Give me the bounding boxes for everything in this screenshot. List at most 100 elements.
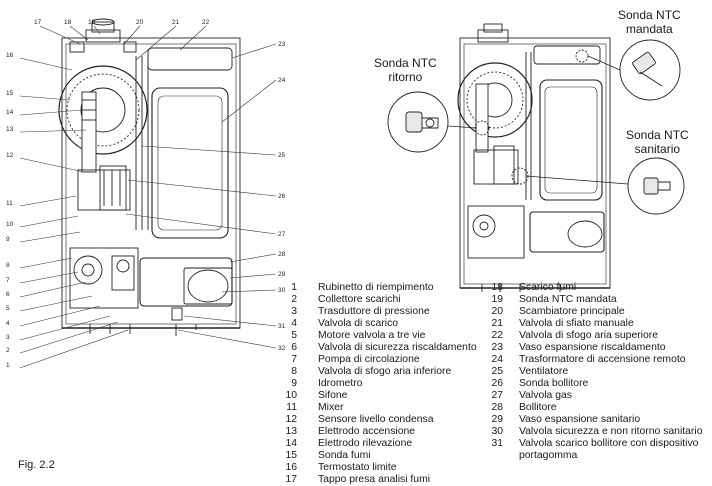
legend-text: Valvola di sfiato manuale [519, 318, 634, 329]
legend-num: 8 [291, 366, 297, 377]
legend-text: Trasformatore di accensione remoto [519, 354, 686, 365]
callout-22: 22 [202, 19, 210, 26]
callout-7: 7 [6, 277, 10, 284]
callout-6: 6 [6, 291, 10, 298]
legend-text: Rubinetto di riempimento [318, 282, 434, 293]
legend-text: Sonda NTC mandata [519, 294, 617, 305]
legend-num: 20 [491, 306, 503, 317]
callout-11: 11 [6, 200, 13, 207]
legend-num: 15 [285, 450, 297, 461]
callout-14: 14 [6, 109, 14, 116]
probe-mandata-detail [587, 39, 681, 101]
legend-num: 16 [285, 462, 297, 473]
sonda-sanitario-line1: Sonda NTC [626, 128, 689, 142]
callout-23: 23 [278, 41, 286, 48]
legend-num: 29 [491, 414, 503, 425]
callout-15: 15 [6, 90, 14, 97]
legend-num: 25 [491, 366, 503, 377]
callout-16: 16 [6, 52, 14, 59]
legend-num: 3 [291, 306, 297, 317]
legend-text: Valvola di scarico [318, 318, 399, 329]
legend-num: 10 [285, 390, 297, 401]
callout-26: 26 [278, 193, 286, 200]
sonda-sanitario-line2: sanitario [634, 142, 681, 156]
legend-text: Sensore livello condensa [318, 414, 434, 425]
legend-num: 2 [291, 294, 297, 305]
legend-text: Scarico fumi [519, 282, 577, 293]
legend-text: Sifone [318, 390, 348, 401]
legend-text: Pompa di circolazione [318, 354, 420, 365]
legend-text: Scambiatore principale [519, 306, 625, 317]
sonda-mandata-label: Sonda NTC mandata [618, 8, 681, 36]
legend-num: 27 [491, 390, 503, 401]
legend-num: 5 [291, 330, 297, 341]
legend-num: 7 [291, 354, 297, 365]
probe-sanitario-detail [525, 157, 685, 215]
callout-18: 18 [64, 19, 72, 26]
callout-28: 28 [278, 251, 286, 258]
callout-20: 20 [136, 19, 144, 26]
callout-4: 4 [6, 320, 10, 327]
boiler-right-drawing [457, 23, 611, 292]
callout-8: 8 [6, 262, 10, 269]
legend-text: Valvola scarico bollitore con dispositiv… [519, 438, 699, 449]
callout-3: 3 [6, 334, 10, 341]
sonda-ritorno-line1: Sonda NTC [374, 56, 437, 70]
legend-num: 9 [291, 378, 297, 389]
legend-text: Tappo presa analisi fumi [318, 474, 431, 485]
legend-text: Collettore scarichi [318, 294, 401, 305]
legend-text: Valvola gas [519, 390, 572, 401]
legend-text: Mixer [318, 402, 344, 413]
legend-num: 23 [491, 342, 503, 353]
legend-num: 13 [285, 426, 297, 437]
legend-text: portagomma [519, 450, 578, 461]
callout-30: 30 [278, 287, 286, 294]
legend-text: Vaso espansione riscaldamento [519, 342, 666, 353]
callout-10: 10 [6, 221, 14, 228]
legend-text: Valvola di sfogo aria inferiore [318, 366, 452, 377]
legend-text: Elettrodo rilevazione [318, 438, 413, 449]
legend-text: Sonda bollitore [519, 378, 589, 389]
legend-text: Bollitore [519, 402, 557, 413]
legend-num: 21 [491, 318, 503, 329]
legend-num: 22 [491, 330, 503, 341]
legend-text: Valvola di sicurezza riscaldamento [318, 342, 477, 353]
callout-5: 5 [6, 305, 10, 312]
legend-num: 28 [491, 402, 503, 413]
sonda-mandata-line2: mandata [626, 22, 673, 36]
legend-text: Valvola sicurezza e non ritorno sanitari… [519, 426, 703, 437]
legend-text: Trasduttore di pressione [318, 306, 430, 317]
legend-num: 1 [291, 282, 297, 293]
legend-text: Elettrodo accensione [318, 426, 416, 437]
legend-num: 17 [285, 474, 297, 485]
figure-label: Fig. 2.2 [18, 459, 55, 471]
callout-9: 9 [6, 236, 10, 243]
legend-num: 19 [491, 294, 503, 305]
callout-1: 1 [6, 362, 10, 369]
leader-lines [19, 25, 277, 369]
legend-text: Valvola di sfogo aria superiore [519, 330, 659, 341]
boiler-left-drawing [58, 18, 241, 336]
legend-num: 6 [291, 342, 297, 353]
callout-25: 25 [278, 152, 286, 159]
legend-num: 18 [491, 282, 503, 293]
callout-29: 29 [278, 271, 286, 278]
legend-text: Sonda fumi [318, 450, 371, 461]
callout-2: 2 [6, 347, 10, 354]
callout-17: 17 [34, 19, 42, 26]
legend-num: 14 [285, 438, 297, 449]
sonda-sanitario-label: Sonda NTC sanitario [626, 128, 689, 156]
legend-num: 24 [491, 354, 503, 365]
callout-31: 31 [278, 323, 286, 330]
legend-num: 11 [286, 402, 297, 413]
legend-num: 4 [291, 318, 297, 329]
sonda-mandata-line1: Sonda NTC [618, 8, 681, 22]
callout-12: 12 [6, 152, 14, 159]
legend-text: Idrometro [318, 378, 363, 389]
callout-13: 13 [6, 126, 14, 133]
callout-24: 24 [278, 77, 286, 84]
legend-text: Ventilatore [519, 366, 569, 377]
callout-21: 21 [172, 19, 180, 26]
